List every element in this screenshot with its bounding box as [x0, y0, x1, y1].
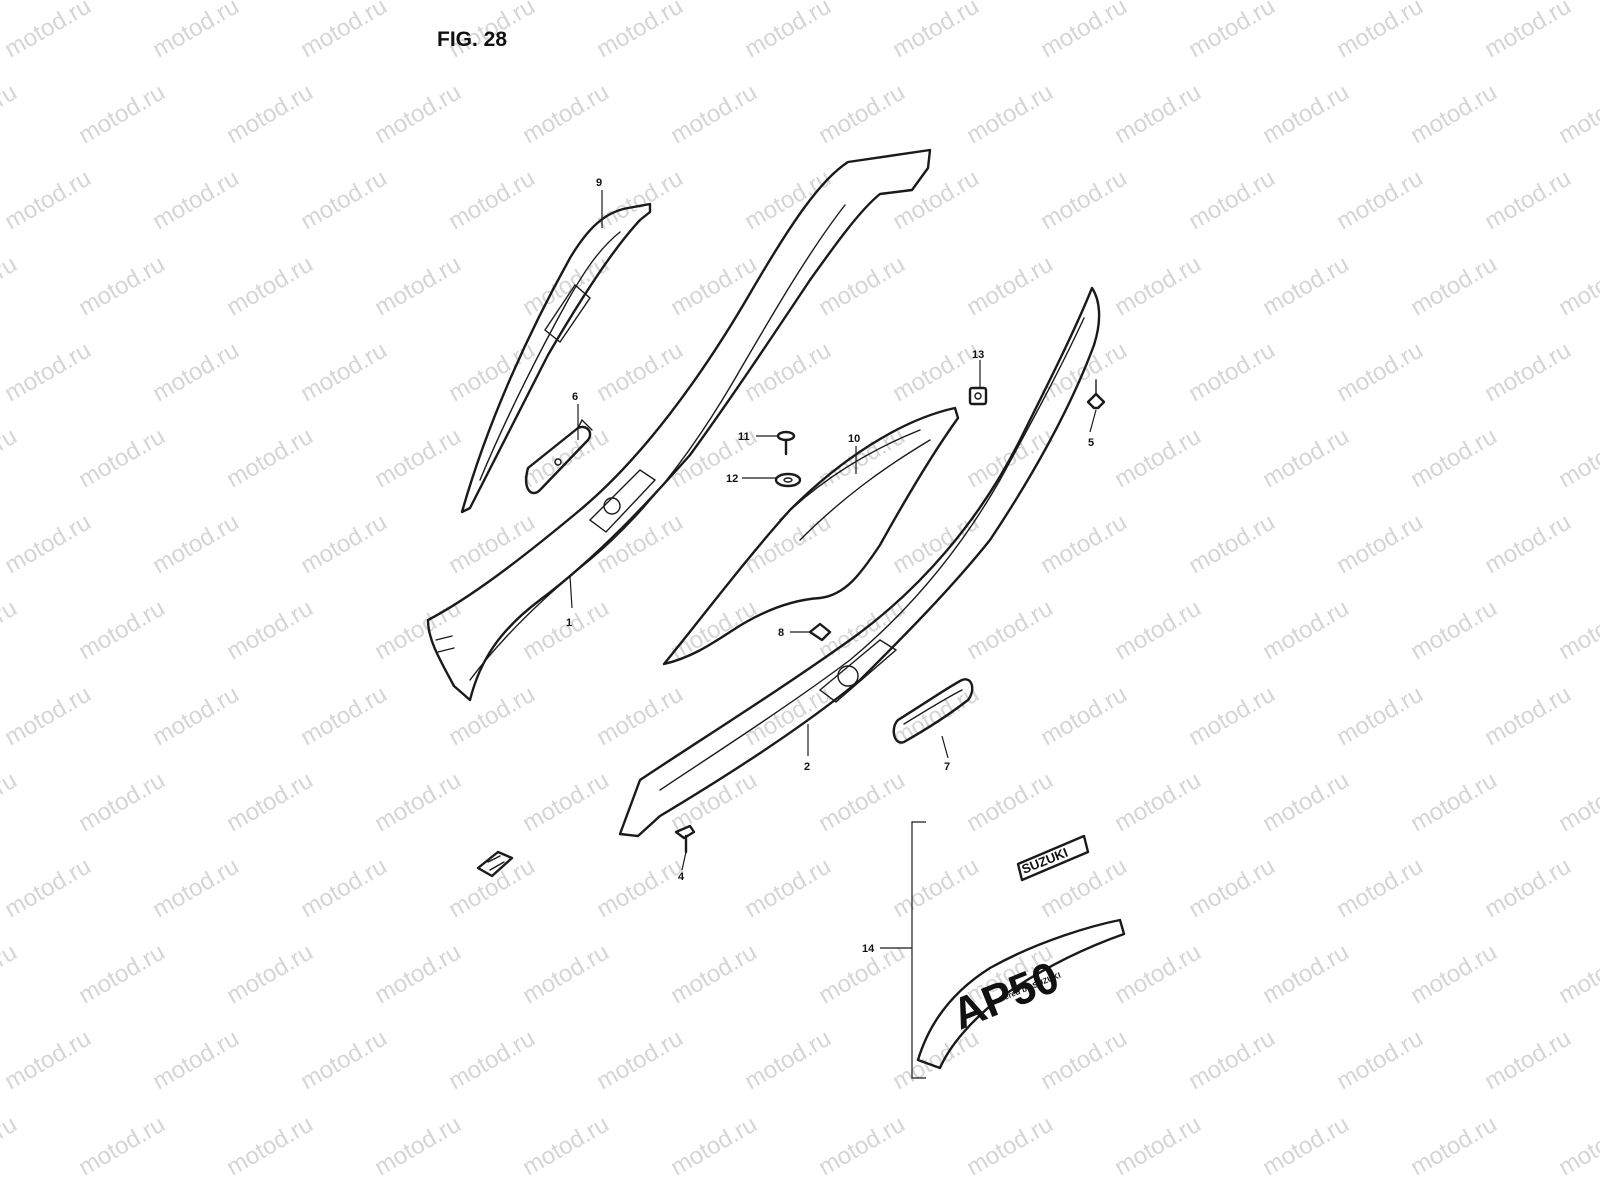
part-8-screw: [808, 622, 832, 642]
callout-label-11: 11: [738, 431, 750, 443]
part-4-screw: [674, 824, 696, 854]
part-6-insert: [525, 418, 593, 495]
callout-label-8: 8: [778, 627, 784, 639]
leader-lines: [569, 190, 1097, 871]
part-1-left-side-cover: [426, 148, 932, 702]
emblem-model-logo: AP50 Powered by SUZUKI: [916, 918, 1126, 1070]
callout-label-5: 5: [1088, 437, 1094, 449]
callout-label-14: 14: [862, 943, 875, 955]
callout-label-6: 6: [572, 391, 578, 403]
callout-label-7: 7: [944, 761, 950, 773]
callout-label-2: 2: [804, 761, 810, 773]
callout-label-13: 13: [972, 349, 984, 361]
emblem-brand-text: SUZUKI: [1020, 845, 1070, 877]
part-11-screw: [776, 430, 796, 456]
part-2-right-side-cover: [618, 286, 1101, 838]
callout-label-9: 9: [596, 177, 602, 189]
callout-label-4: 4: [678, 871, 685, 883]
figure-title: FIG. 28: [437, 28, 508, 51]
part-10-panel: [662, 406, 960, 666]
callout-label-12: 12: [726, 473, 738, 485]
callout-labels: 1 2 4 5 6 7 8 9 10 11 12 13 14: [566, 177, 1094, 955]
part-13-nut: [968, 386, 988, 406]
part-14-bracket: [880, 821, 926, 1079]
part-12-washer: [774, 472, 802, 488]
part-9-upper-trim: [460, 202, 652, 514]
emblem-brand-badge: SUZUKI: [1016, 834, 1090, 882]
part-5-screw: [1086, 379, 1106, 410]
callout-label-1: 1: [566, 617, 572, 629]
part-7-reflector: [892, 678, 974, 744]
loose-clip: [476, 850, 514, 878]
callout-label-10: 10: [848, 433, 860, 445]
